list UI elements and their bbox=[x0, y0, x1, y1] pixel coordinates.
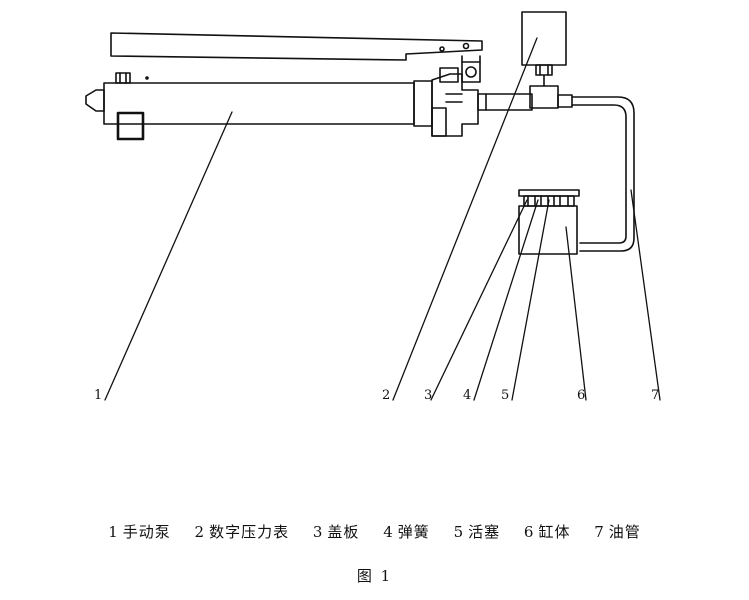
legend-label: 数字压力表 bbox=[209, 523, 290, 541]
legend-num: 1 bbox=[108, 523, 119, 541]
callout-numbers: 1 2 3 4 5 6 7 bbox=[94, 388, 659, 403]
legend-label: 手动泵 bbox=[122, 523, 171, 541]
legend-label: 盖板 bbox=[327, 523, 360, 541]
callout-7: 7 bbox=[651, 388, 659, 403]
legend-label: 缸体 bbox=[538, 523, 571, 541]
callout-1: 1 bbox=[94, 388, 102, 403]
legend-num: 3 bbox=[312, 523, 324, 541]
legend-label: 油管 bbox=[608, 523, 641, 541]
leader-lines bbox=[104, 37, 661, 401]
legend-label: 活塞 bbox=[468, 523, 501, 541]
callout-3: 3 bbox=[424, 388, 432, 403]
figure-caption: 图 1 bbox=[356, 567, 393, 585]
legend-num: 4 bbox=[383, 523, 394, 541]
callout-2: 2 bbox=[382, 388, 390, 403]
oil-pipe bbox=[571, 96, 635, 252]
callout-6: 6 bbox=[577, 388, 585, 403]
hand-pump bbox=[85, 32, 533, 141]
legend-num: 6 bbox=[523, 523, 535, 541]
legend-num: 2 bbox=[194, 523, 206, 541]
legend-num: 5 bbox=[453, 523, 465, 541]
cover-plate bbox=[518, 189, 580, 197]
legend-num: 7 bbox=[594, 523, 605, 541]
digital-pressure-gauge bbox=[521, 11, 573, 109]
legend-label: 弹簧 bbox=[397, 523, 430, 541]
callout-4: 4 bbox=[463, 388, 471, 403]
callout-5: 5 bbox=[501, 388, 509, 403]
